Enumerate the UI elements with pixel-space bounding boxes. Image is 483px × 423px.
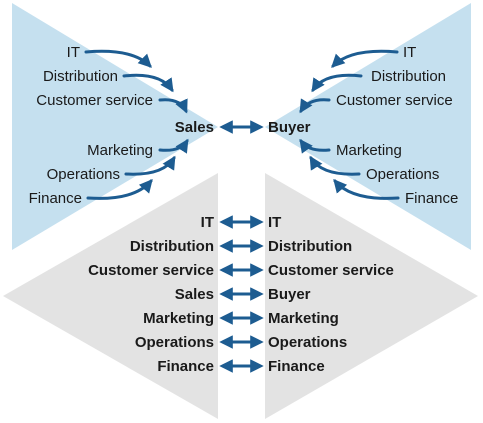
double-arrows <box>219 120 264 373</box>
bottom-left-shape <box>3 173 218 419</box>
arrow-marketing-to-buyer <box>299 138 331 154</box>
top-right-label-finance: Finance <box>405 190 458 207</box>
bottom-left-label-distribution: Distribution <box>130 238 214 255</box>
bottom-left-label-finance: Finance <box>157 358 214 375</box>
top-left-label-customer-service: Customer service <box>36 92 153 109</box>
top-right-label-distribution: Distribution <box>371 68 446 85</box>
sales-label: Sales <box>175 119 214 136</box>
bottom-right-label-operations: Operations <box>268 334 347 351</box>
right-inbound-arrows <box>299 49 400 200</box>
bottom-right-label-marketing: Marketing <box>268 310 339 327</box>
left-inbound-arrows <box>84 49 189 200</box>
arrow-operations-to-buyer <box>309 155 361 176</box>
top-right-label-operations: Operations <box>366 166 439 183</box>
arrow-customer-service-to-sales <box>158 98 188 114</box>
top-left-label-operations: Operations <box>47 166 120 183</box>
top-left-label-marketing: Marketing <box>87 142 153 159</box>
top-left-triangle <box>12 3 218 250</box>
buyer-label: Buyer <box>268 119 311 136</box>
arrow-distribution-to-buyer <box>311 73 363 93</box>
top-right-label-it: IT <box>403 44 416 61</box>
bottom-left-label-marketing: Marketing <box>143 310 214 327</box>
top-left-label-distribution: Distribution <box>43 68 118 85</box>
bottom-right-label-distribution: Distribution <box>268 238 352 255</box>
top-left-label-finance: Finance <box>29 190 82 207</box>
arrow-finance-to-buyer <box>333 178 400 200</box>
bottom-left-label-operations: Operations <box>135 334 214 351</box>
arrow-it-to-sales <box>84 49 152 68</box>
arrow-marketing-to-sales <box>158 138 189 154</box>
bottom-right-label-customer-service: Customer service <box>268 262 394 279</box>
top-right-triangle <box>265 3 471 250</box>
bottom-right-label-buyer: Buyer <box>268 286 311 303</box>
top-left-label-it: IT <box>67 44 80 61</box>
arrow-customer-service-to-buyer <box>299 98 331 114</box>
bottom-right-shape <box>265 173 478 419</box>
bottom-left-label-sales: Sales <box>175 286 214 303</box>
arrow-distribution-to-sales <box>122 73 174 93</box>
bottom-left-label-it: IT <box>201 214 214 231</box>
bottom-left-label-customer-service: Customer service <box>88 262 214 279</box>
bottom-right-label-it: IT <box>268 214 281 231</box>
arrow-it-to-buyer <box>331 49 399 68</box>
top-right-label-marketing: Marketing <box>336 142 402 159</box>
arrow-finance-to-sales <box>86 178 153 200</box>
bottom-right-label-finance: Finance <box>268 358 325 375</box>
top-right-label-customer-service: Customer service <box>336 92 453 109</box>
arrow-operations-to-sales <box>124 155 176 176</box>
